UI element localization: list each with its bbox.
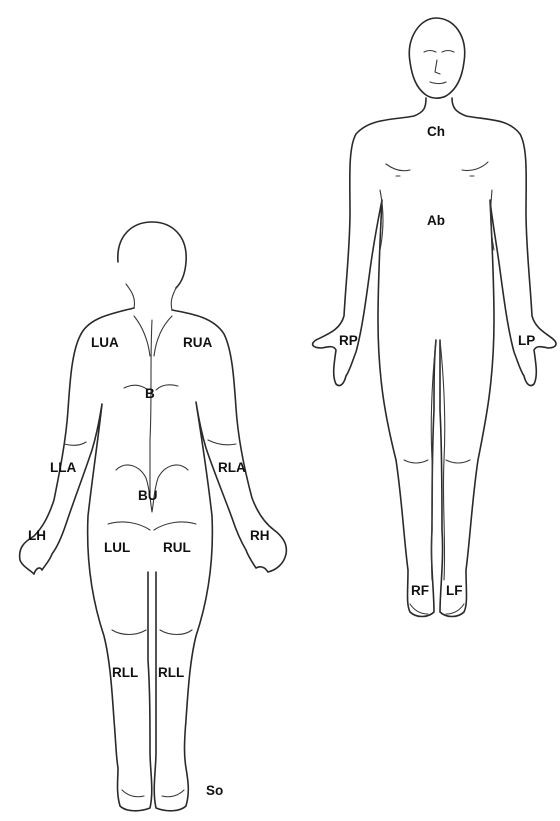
label-lla: LLA	[50, 460, 76, 475]
front-face	[424, 51, 454, 84]
label-rf: RF	[411, 583, 429, 598]
front-feet	[410, 604, 464, 614]
label-lp: LP	[518, 333, 535, 348]
front-chest	[386, 162, 488, 176]
back-silhouette-left	[20, 308, 152, 811]
back-head-outline	[118, 222, 186, 288]
label-rla: RLA	[218, 460, 246, 475]
label-lua: LUA	[91, 335, 119, 350]
label-rp: RP	[339, 333, 358, 348]
label-ch: Ch	[427, 124, 445, 139]
front-silhouette-left	[313, 98, 436, 617]
back-neck-detail	[126, 284, 176, 310]
front-head-outline	[409, 18, 464, 98]
label-b: B	[145, 386, 155, 401]
label-rll-right: RLL	[158, 665, 184, 680]
label-lul: LUL	[104, 540, 130, 555]
posterior-figure	[20, 222, 287, 811]
front-knees	[404, 460, 470, 463]
label-rul: RUL	[163, 540, 191, 555]
front-silhouette-right	[440, 98, 556, 617]
label-bu: BU	[138, 488, 158, 503]
back-spine	[150, 320, 152, 492]
label-lh: LH	[28, 528, 46, 543]
anterior-figure	[313, 18, 556, 617]
label-rll-left: RLL	[112, 665, 138, 680]
label-so: So	[206, 783, 223, 798]
label-rua: RUA	[183, 335, 212, 350]
label-lf: LF	[446, 583, 463, 598]
back-knee-creases	[112, 630, 192, 635]
anterior-labels: Ch Ab RP LP RF LF	[339, 124, 535, 598]
label-rh: RH	[250, 528, 270, 543]
back-feet	[122, 790, 184, 797]
label-ab: Ab	[427, 213, 445, 228]
posterior-labels: LUA RUA B LLA RLA BU LH RH LUL RUL RLL R…	[28, 335, 270, 798]
